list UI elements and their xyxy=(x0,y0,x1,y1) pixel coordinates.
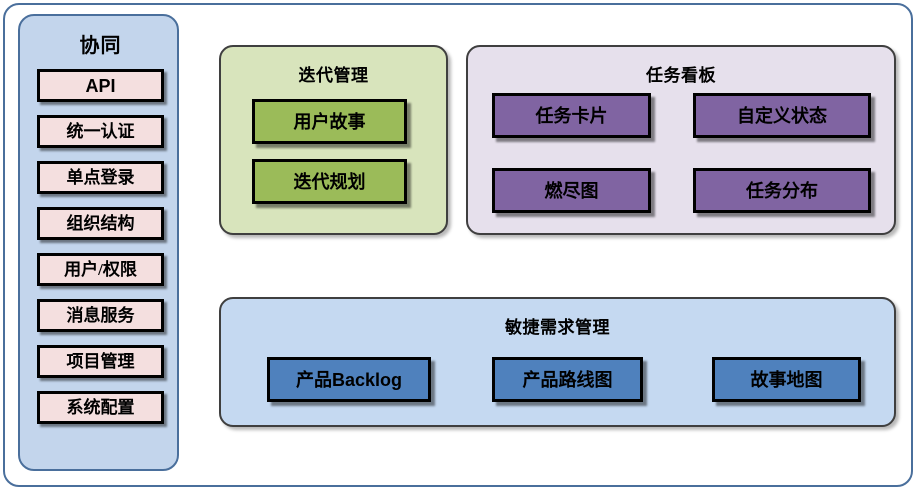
box-product-backlog[interactable]: 产品Backlog xyxy=(267,357,431,402)
panel-iteration-management-title: 迭代管理 xyxy=(298,66,369,85)
box-product-backlog-label-cjk: 产品 xyxy=(295,369,332,390)
panel-iteration-management: 迭代管理 用户故事 迭代规划 xyxy=(219,45,448,235)
sidebar-item-org-structure[interactable]: 组织结构 xyxy=(37,207,164,240)
sidebar-item-api[interactable]: API xyxy=(37,69,164,102)
box-custom-status[interactable]: 自定义状态 xyxy=(693,93,871,138)
sidebar-item-user-permission[interactable]: 用户/权限 xyxy=(37,253,164,286)
box-task-card[interactable]: 任务卡片 xyxy=(492,93,651,138)
sidebar-collaboration-panel: 协同 API 统一认证 单点登录 组织结构 用户/权限 消息服务 项目管理 系统… xyxy=(18,14,179,471)
box-product-roadmap[interactable]: 产品路线图 xyxy=(492,357,643,402)
box-product-backlog-label: 产品Backlog xyxy=(296,371,402,389)
sidebar-item-project-management[interactable]: 项目管理 xyxy=(37,345,164,378)
sidebar-item-single-sign-on[interactable]: 单点登录 xyxy=(37,161,164,194)
sidebar-title: 协同 xyxy=(79,35,122,57)
panel-agile-requirements-management: 敏捷需求管理 产品Backlog 产品路线图 故事地图 xyxy=(219,297,896,427)
sidebar-item-message-service[interactable]: 消息服务 xyxy=(37,299,164,332)
box-iteration-planning[interactable]: 迭代规划 xyxy=(252,159,407,204)
panel-agile-requirements-management-title: 敏捷需求管理 xyxy=(505,318,610,337)
sidebar-item-unified-auth[interactable]: 统一认证 xyxy=(37,115,164,148)
box-task-distribution[interactable]: 任务分布 xyxy=(693,168,871,213)
panel-task-board-title: 任务看板 xyxy=(646,66,716,85)
box-user-story[interactable]: 用户故事 xyxy=(252,99,407,144)
box-story-map[interactable]: 故事地图 xyxy=(712,357,861,402)
sidebar-item-system-config[interactable]: 系统配置 xyxy=(37,391,164,424)
panel-task-board: 任务看板 任务卡片 自定义状态 燃尽图 任务分布 xyxy=(466,45,896,235)
sidebar-item-list: API 统一认证 单点登录 组织结构 用户/权限 消息服务 项目管理 系统配置 xyxy=(37,69,164,437)
box-product-backlog-label-latin: Backlog xyxy=(331,369,403,390)
box-burndown-chart[interactable]: 燃尽图 xyxy=(492,168,651,213)
